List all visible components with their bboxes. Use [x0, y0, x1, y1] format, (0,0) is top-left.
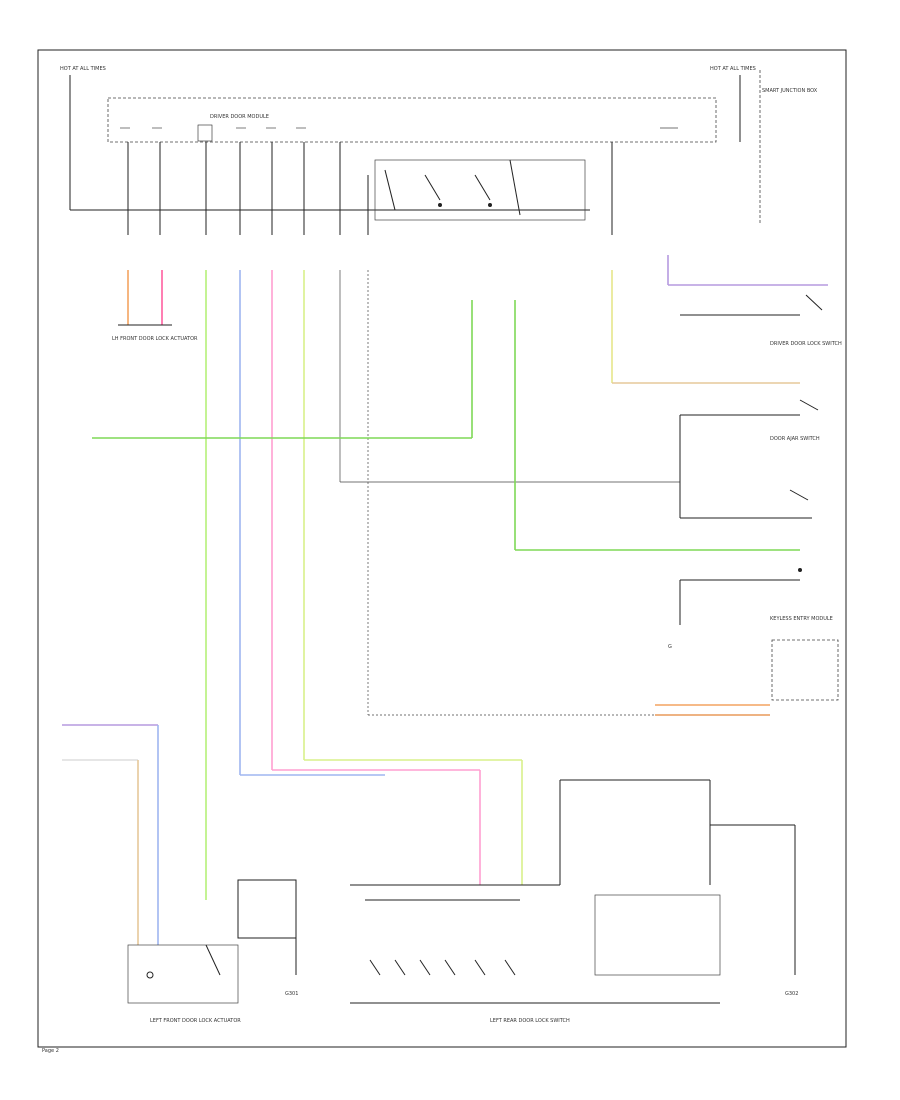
fuse-label-left: HOT AT ALL TIMES — [60, 66, 106, 72]
top-wires — [127, 142, 613, 235]
bottom-left-actuator: LEFT FRONT DOOR LOCK ACTUATOR G301 — [62, 724, 298, 1024]
switch-label-1: DRIVER DOOR LOCK SWITCH — [770, 341, 842, 347]
bottom-center-label: LEFT REAR DOOR LOCK SWITCH — [490, 1018, 570, 1024]
ground-label-g1: G — [668, 644, 672, 650]
connector-label-left: LH FRONT DOOR LOCK ACTUATOR — [112, 336, 198, 342]
right-switches: DRIVER DOOR LOCK SWITCH DOOR AJAR SWITCH… — [655, 294, 842, 716]
ground-left-label: G301 — [285, 991, 298, 997]
bottom-left-label: LEFT FRONT DOOR LOCK ACTUATOR — [150, 1018, 241, 1024]
switch-label-2: DOOR AJAR SWITCH — [770, 436, 820, 442]
bottom-center-switch: LEFT REAR DOOR LOCK SWITCH G302 — [350, 779, 798, 1024]
smart-junction-box-label: SMART JUNCTION BOX — [762, 88, 818, 94]
keyless-module-label: KEYLESS ENTRY MODULE — [770, 616, 833, 622]
fuse-label-right: HOT AT ALL TIMES — [710, 66, 756, 72]
ground-right-label: G302 — [785, 991, 798, 997]
top-module: DRIVER DOOR MODULE HOT AT ALL TIMES HOT … — [60, 66, 818, 225]
module-title: DRIVER DOOR MODULE — [210, 114, 269, 120]
page-footer: Page 2 — [42, 1048, 59, 1054]
diagram-frame — [37, 49, 847, 1048]
ignition-switch-block — [374, 159, 586, 221]
